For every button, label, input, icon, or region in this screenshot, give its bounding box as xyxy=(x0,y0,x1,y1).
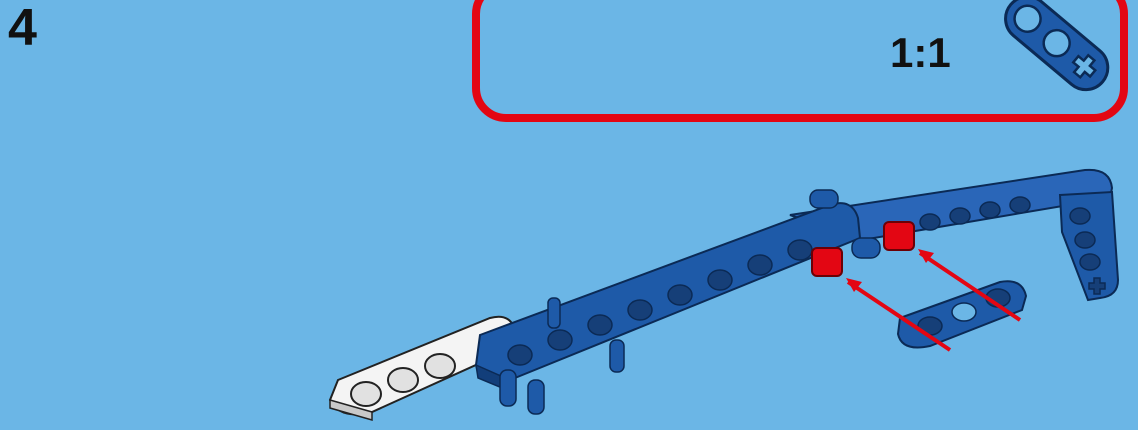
blue-long-beam xyxy=(476,203,860,392)
three-hole-beam-icon xyxy=(898,281,1026,347)
